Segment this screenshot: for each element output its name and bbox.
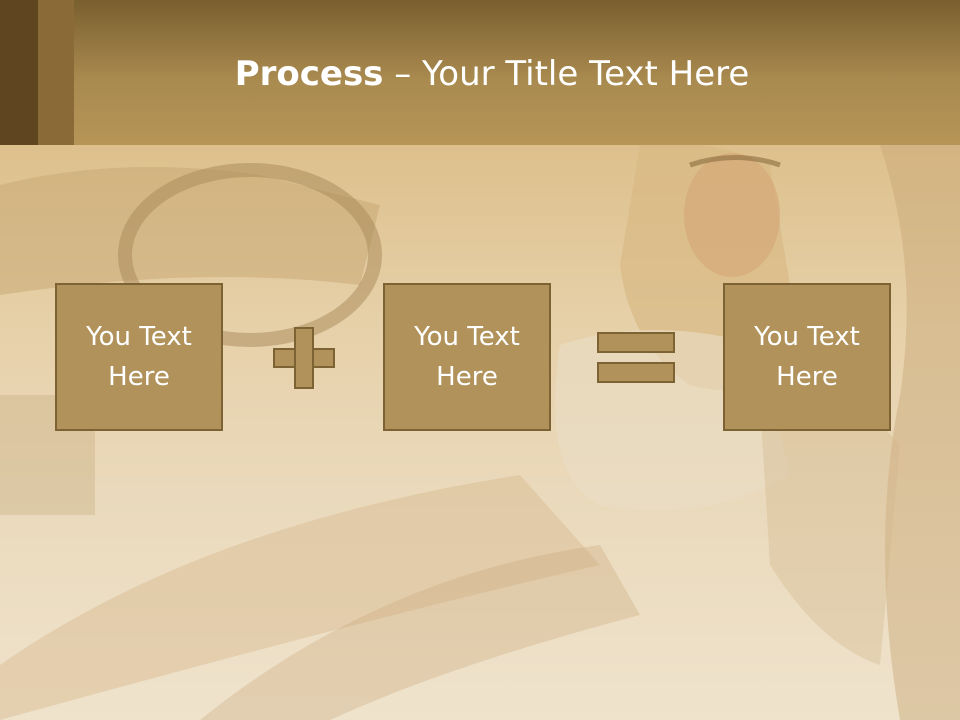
process-box-2[interactable]: You Text Here	[383, 283, 551, 431]
title-band: Process – Your Title Text Here	[0, 0, 960, 145]
process-box-3[interactable]: You Text Here	[723, 283, 891, 431]
background-photo	[0, 145, 960, 720]
equals-icon-bottom-bar	[597, 362, 675, 383]
background-photo-art	[0, 145, 960, 720]
process-box-1[interactable]: You Text Here	[55, 283, 223, 431]
title-band-accent-dark	[0, 0, 38, 145]
process-box-1-text: You Text Here	[86, 322, 192, 392]
equals-icon-top-bar	[597, 332, 675, 353]
plus-icon	[273, 327, 335, 389]
slide-title[interactable]: Process – Your Title Text Here	[0, 52, 960, 96]
process-box-3-text: You Text Here	[754, 322, 860, 392]
title-band-accent-mid	[38, 0, 74, 145]
slide-title-bold: Process	[234, 54, 384, 94]
slide-title-rest: – Your Title Text Here	[383, 54, 750, 94]
equals-icon	[597, 332, 675, 384]
plus-icon-center	[296, 350, 312, 366]
process-box-2-text: You Text Here	[414, 322, 520, 392]
